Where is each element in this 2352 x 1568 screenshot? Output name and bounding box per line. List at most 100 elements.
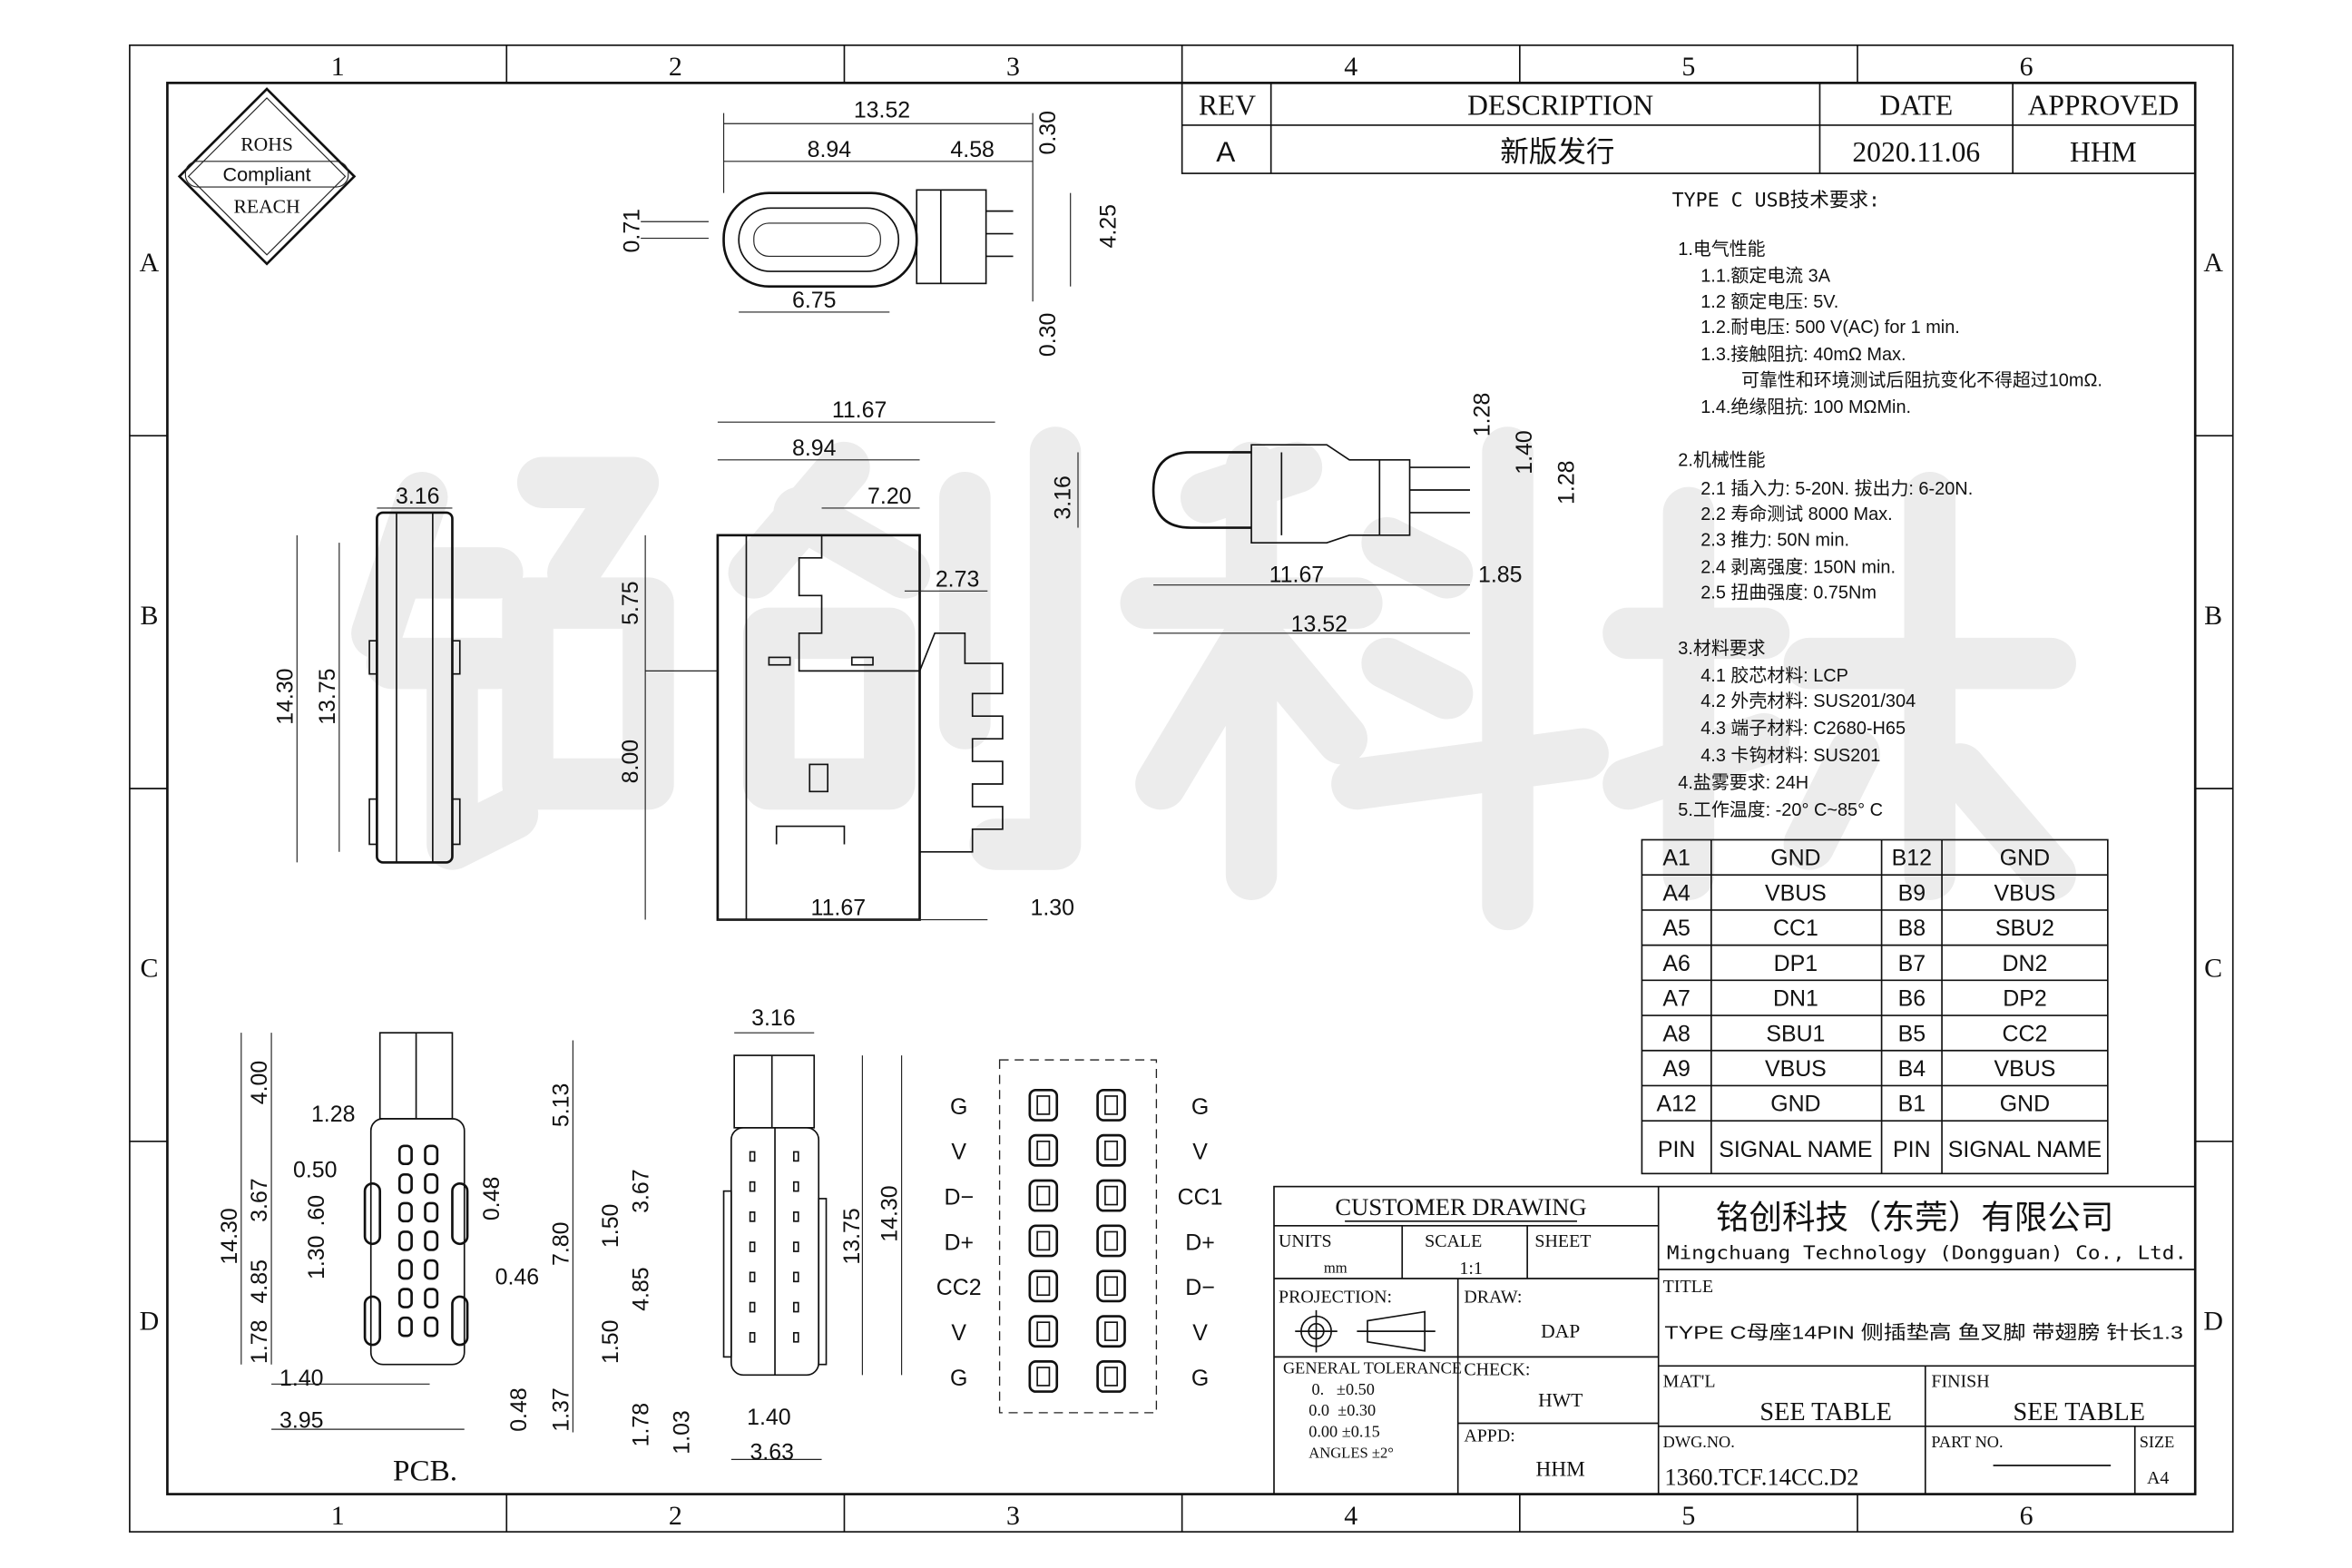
pcb-pad — [424, 1144, 439, 1166]
dimension-label: 1.50 — [598, 1204, 623, 1248]
row-marker: B — [2204, 601, 2222, 631]
row-marker: D — [140, 1306, 160, 1336]
dimension-label: 3.16 — [1051, 475, 1076, 519]
left-view-drawing — [296, 507, 461, 864]
dimension-label: 4.58 — [950, 137, 994, 162]
dimension-label: 3.16 — [751, 1005, 795, 1031]
spec-line: 2.1 插入力: 5-20N. 拔出力: 6-20N. — [1700, 478, 1973, 499]
contact-pin — [749, 1151, 756, 1162]
dimension-label: 1.78 — [247, 1320, 272, 1364]
pin-pad — [1096, 1269, 1126, 1303]
pin-pad-hole — [1036, 1230, 1051, 1251]
dimension-label: 4.85 — [247, 1259, 272, 1303]
front-view-drawing — [644, 421, 1004, 921]
size-value: A4 — [2147, 1468, 2169, 1488]
pin-signal-label-left: D+ — [944, 1230, 974, 1255]
signal-name: CC1 — [1773, 916, 1818, 941]
dimension-label: 14.30 — [217, 1208, 242, 1264]
dimension-label: 6.75 — [792, 288, 836, 313]
pin-pad-hole — [1104, 1185, 1119, 1206]
pin-pad — [1028, 1269, 1059, 1303]
dimension-label: 8.94 — [792, 436, 837, 461]
pcb-pad — [397, 1173, 413, 1194]
pin-pad-hole — [1104, 1095, 1119, 1115]
pin-pad — [1028, 1315, 1059, 1348]
pcb-pad — [424, 1173, 439, 1194]
dimension-label: 8.94 — [808, 137, 852, 162]
pin-table-header: PIN — [1893, 1137, 1931, 1162]
pin-signal-label-right: CC1 — [1178, 1185, 1223, 1210]
column-marker: 1 — [331, 52, 345, 82]
pcb-footprint-drawing — [240, 1032, 573, 1433]
pin-number: B1 — [1898, 1092, 1926, 1117]
dimension-label: 4.25 — [1096, 204, 1122, 248]
row-marker: C — [141, 954, 159, 984]
pcb-pad — [397, 1288, 413, 1308]
signal-name: DP1 — [1774, 951, 1818, 976]
description-value: 新版发行 — [1500, 135, 1614, 168]
pin-number: B12 — [1892, 846, 1932, 871]
tolerance-3: 0.00 ±0.15 — [1308, 1422, 1380, 1440]
column-marker: 2 — [669, 1501, 682, 1531]
pin-pad — [1096, 1224, 1126, 1258]
dimension-label: 1.28 — [1554, 460, 1580, 504]
signal-name: DP2 — [2003, 986, 2046, 1012]
signal-name: DN1 — [1773, 986, 1818, 1012]
matl-label: MAT'L — [1663, 1372, 1716, 1392]
spec-line: 4.2 外壳材料: SUS201/304 — [1700, 691, 1916, 711]
appd-label: APPD: — [1464, 1426, 1514, 1446]
pin-signal-label-left: G — [950, 1366, 967, 1391]
pin-pad — [1028, 1088, 1059, 1122]
approved-header: APPROVED — [2028, 89, 2180, 121]
signal-name: VBUS — [1765, 880, 1827, 906]
pin-pad — [1096, 1360, 1126, 1393]
column-marker: 5 — [1681, 1501, 1695, 1531]
pin-signal-label-left: V — [951, 1140, 966, 1165]
column-marker: 4 — [1344, 1501, 1357, 1531]
pin-number: B9 — [1898, 880, 1926, 906]
pin-pad — [1096, 1133, 1126, 1167]
pin-signal-label-right: V — [1192, 1320, 1208, 1346]
pin-pad-hole — [1104, 1321, 1119, 1341]
spec-line: 4.3 端子材料: C2680-H65 — [1700, 718, 1906, 739]
tolerance-label: GENERAL TOLERANCE — [1283, 1359, 1462, 1377]
pin-pad-hole — [1036, 1321, 1051, 1341]
company-name-en: Mingchuang Technology (Dongguan) Co., Lt… — [1667, 1241, 2187, 1263]
dimension-label: 2.73 — [936, 566, 979, 592]
pin-signal-label-right: G — [1191, 1094, 1209, 1120]
dimension-label: 1.37 — [548, 1387, 573, 1431]
pin-signal-label-right: V — [1192, 1140, 1208, 1165]
dimension-label: 0.48 — [506, 1387, 532, 1431]
rohs-badge: ROHS Compliant REACH — [177, 87, 357, 266]
pin-pad-hole — [1036, 1140, 1051, 1161]
contact-pin — [749, 1271, 756, 1283]
column-marker: 5 — [1681, 52, 1695, 82]
pin-pad-hole — [1036, 1185, 1051, 1206]
dimension-label: 1.85 — [1478, 562, 1522, 587]
signal-name: DN2 — [2003, 951, 2048, 976]
dimension-label: 13.75 — [839, 1208, 865, 1264]
pcb-pad — [424, 1316, 439, 1338]
pin-signal-label-left: G — [950, 1094, 967, 1120]
signal-name: GND — [2000, 1092, 2050, 1117]
finish-value: SEE TABLE — [2014, 1398, 2145, 1426]
bottom-view-drawing — [722, 1032, 903, 1460]
tolerance-1: 0. ±0.50 — [1312, 1380, 1375, 1398]
pin-pad-hole — [1104, 1140, 1119, 1161]
spec-line: 4.1 胶芯材料: LCP — [1700, 665, 1848, 686]
signal-name: GND — [1770, 1092, 1820, 1117]
signal-name: VBUS — [1765, 1056, 1827, 1082]
pin-pad — [1096, 1315, 1126, 1348]
spec-line: 2.机械性能 — [1678, 449, 1765, 470]
pin-pad — [1028, 1360, 1059, 1393]
pcb-pad — [424, 1201, 439, 1223]
dimension-label: 1.28 — [1470, 393, 1495, 436]
dimension-label: 1.50 — [598, 1320, 623, 1364]
signal-name: GND — [1770, 846, 1820, 871]
scale-value: 1:1 — [1459, 1259, 1482, 1279]
spec-line: 1.电气性能 — [1678, 239, 1765, 260]
dimension-label: 0.46 — [495, 1265, 539, 1290]
pin-pad-hole — [1104, 1230, 1119, 1251]
spec-line: 1.1.额定电流 3A — [1700, 266, 1831, 287]
spec-line: 2.4 剥离强度: 150N min. — [1700, 556, 1896, 577]
